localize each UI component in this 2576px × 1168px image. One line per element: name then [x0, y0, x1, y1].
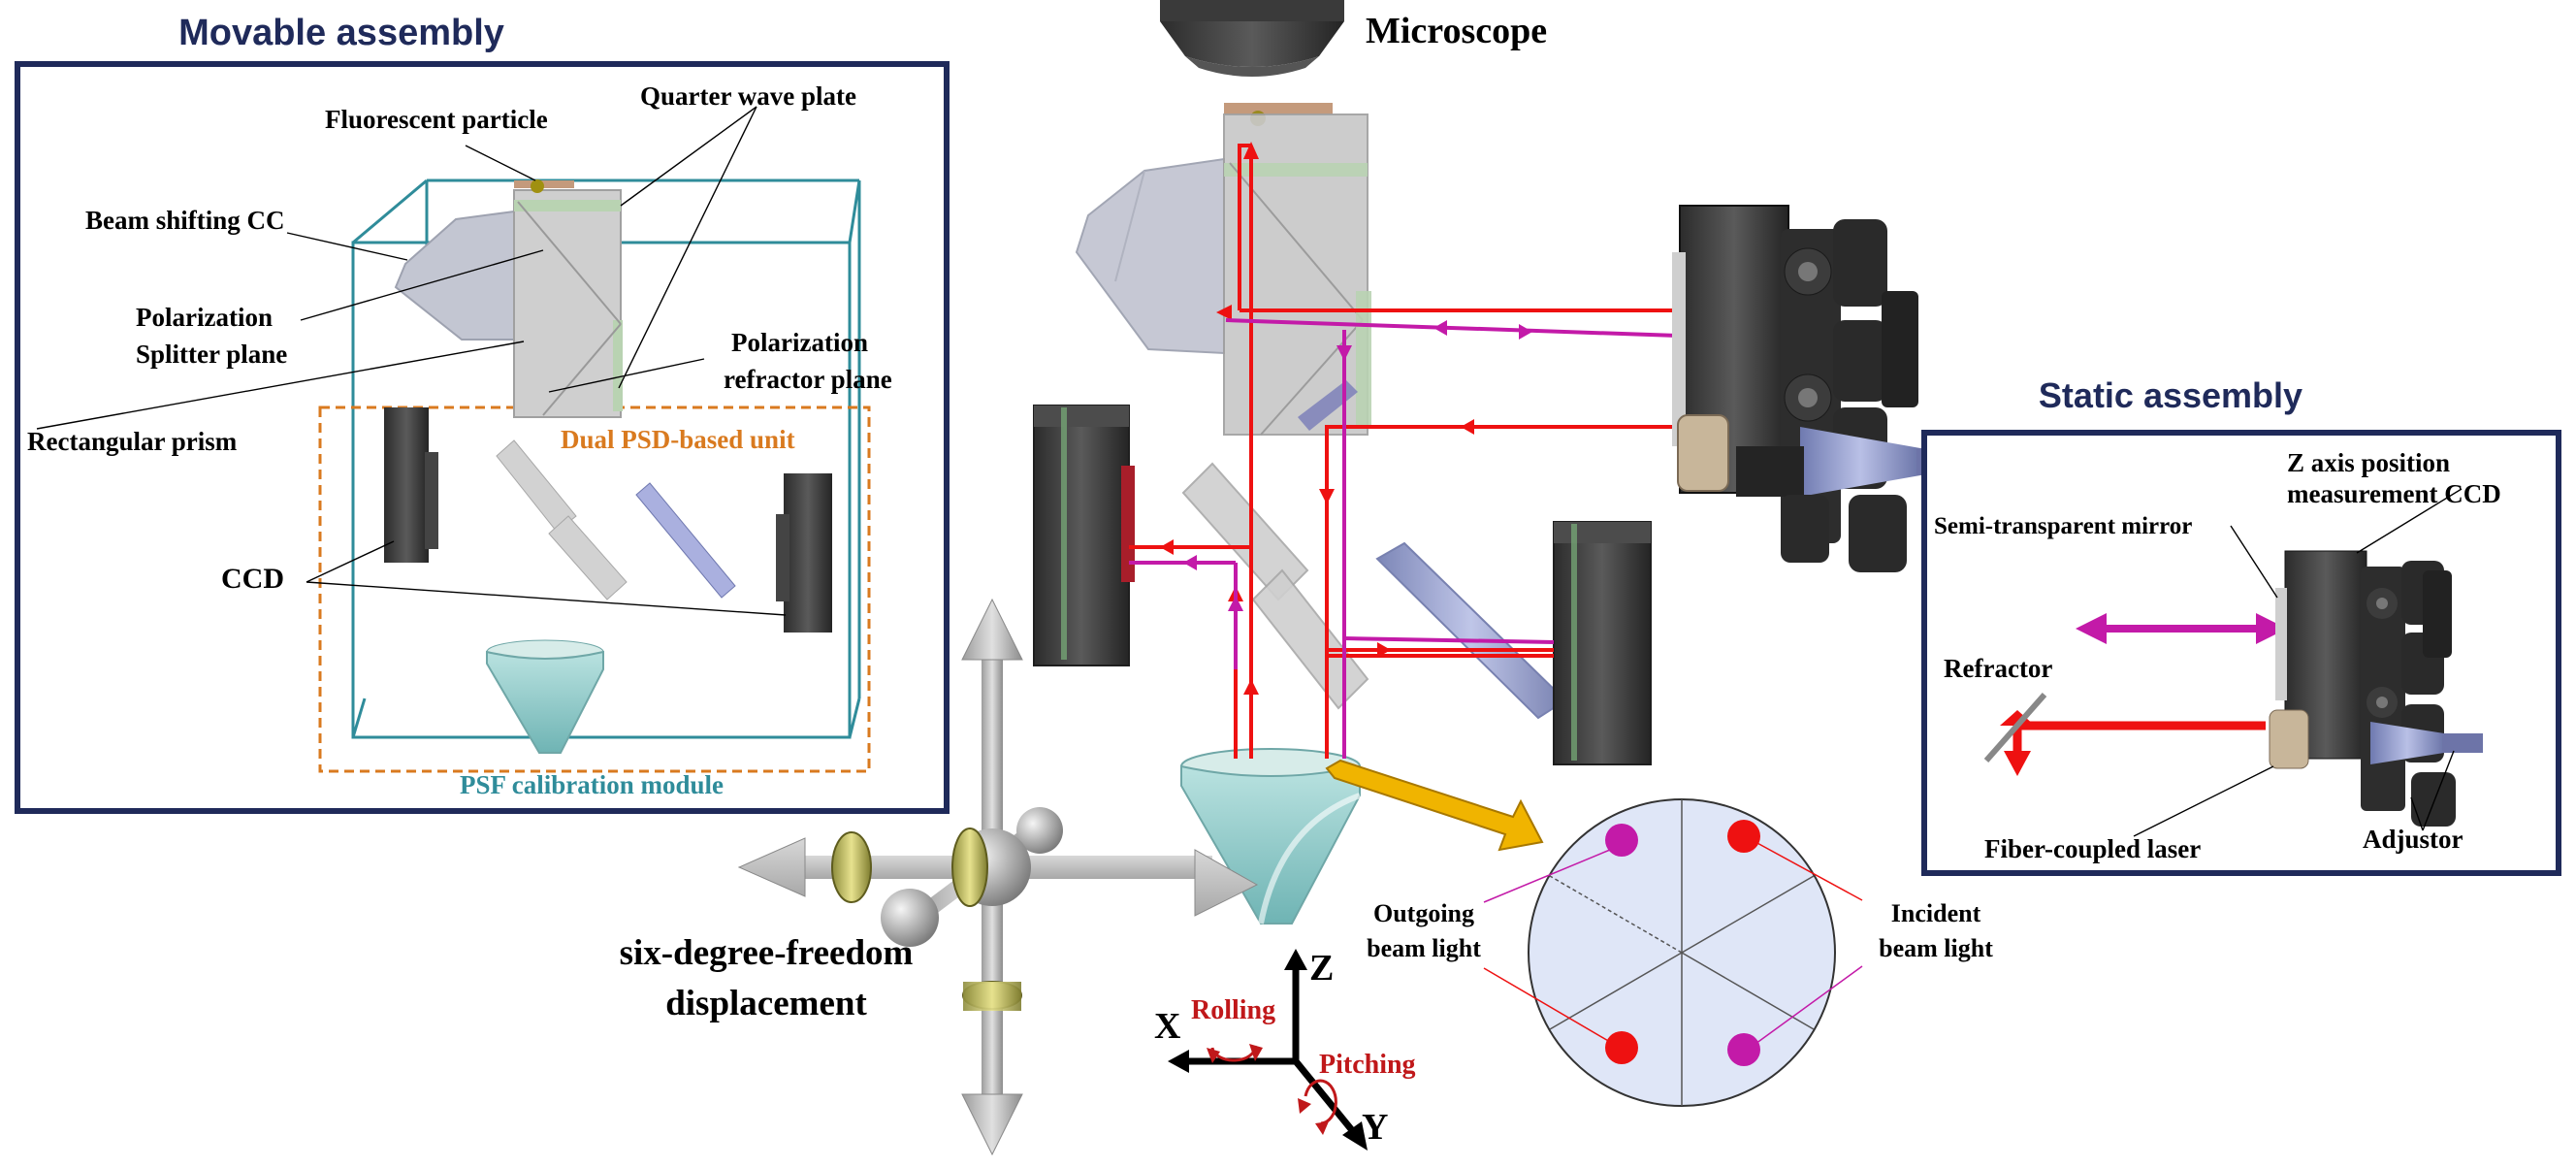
spot-outgoing-top	[1605, 824, 1638, 857]
label-polarization-splitter-2: Splitter plane	[136, 340, 287, 369]
quad-detector	[1483, 798, 1863, 1107]
label-fluorescent-particle: Fluorescent particle	[325, 105, 548, 134]
label-dual-psd: Dual PSD-based unit	[561, 425, 795, 454]
label-beam-shifting-cc: Beam shifting CC	[85, 206, 285, 235]
ccd-right-center	[1553, 521, 1652, 765]
axis-x-label: X	[1154, 1006, 1180, 1047]
magenta-beams	[1129, 318, 1679, 759]
label-adjustor: Adjustor	[2363, 825, 2463, 854]
splitter-plate-2	[1251, 568, 1369, 710]
red-beams	[1129, 144, 1678, 759]
splitter-plate-1	[1181, 462, 1309, 601]
rolling-label: Rolling	[1191, 995, 1275, 1025]
six-dof-label-2: displacement	[665, 984, 867, 1023]
label-ccd: CCD	[221, 563, 284, 595]
label-polarization-splitter-1: Polarization	[136, 303, 273, 332]
incident-label-1: Incident	[1891, 899, 1981, 927]
magenta-beam-arrowheads	[1183, 320, 1532, 611]
static-inset-drawing	[1983, 488, 2483, 837]
beam-shifting-cc-center	[1075, 157, 1225, 355]
six-dof-stage	[737, 598, 1259, 1156]
axes-triad	[1168, 949, 1368, 1151]
movable-assembly-frame	[15, 61, 950, 814]
sample-plate	[1224, 103, 1333, 114]
label-z-axis-1: Z axis position	[2287, 448, 2450, 477]
movable-assembly-title: Movable assembly	[178, 13, 504, 53]
ccd-left-center	[1033, 405, 1135, 666]
static-assembly-title: Static assembly	[2039, 375, 2302, 415]
label-quarter-wave-plate: Quarter wave plate	[640, 81, 856, 111]
psf-calibration-cone-center	[1180, 748, 1362, 925]
static-assembly-large	[1672, 205, 1980, 572]
label-psf-calibration-module: PSF calibration module	[460, 770, 724, 799]
pitching-label: Pitching	[1319, 1050, 1416, 1080]
label-polarization-refractor-2: refractor plane	[724, 365, 892, 394]
label-fiber-coupled-laser: Fiber-coupled laser	[1984, 834, 2201, 863]
label-z-axis-2: measurement CCD	[2287, 479, 2501, 508]
label-semi-transparent-mirror: Semi-transparent mirror	[1934, 513, 2192, 539]
label-refractor: Refractor	[1944, 654, 2052, 683]
outgoing-label-2: beam light	[1367, 934, 1481, 962]
six-dof-label-1: six-degree-freedom	[620, 933, 914, 973]
movable-inset-drawing	[36, 106, 871, 773]
axis-z-label: Z	[1309, 948, 1334, 989]
spot-outgoing-bottom	[1727, 1033, 1760, 1066]
microscope-label: Microscope	[1366, 11, 1547, 51]
incident-label-2: beam light	[1879, 934, 1993, 962]
microscope-objective	[1160, 0, 1344, 77]
label-polarization-refractor-1: Polarization	[731, 328, 868, 357]
outgoing-label-1: Outgoing	[1373, 899, 1474, 927]
callout-arrow	[1325, 759, 1544, 852]
spot-incident-bottom	[1605, 1031, 1638, 1064]
spot-incident-top	[1727, 820, 1760, 853]
lens-center	[1375, 541, 1567, 720]
label-rectangular-prism: Rectangular prism	[27, 427, 238, 456]
axis-y-label: Y	[1362, 1107, 1388, 1148]
